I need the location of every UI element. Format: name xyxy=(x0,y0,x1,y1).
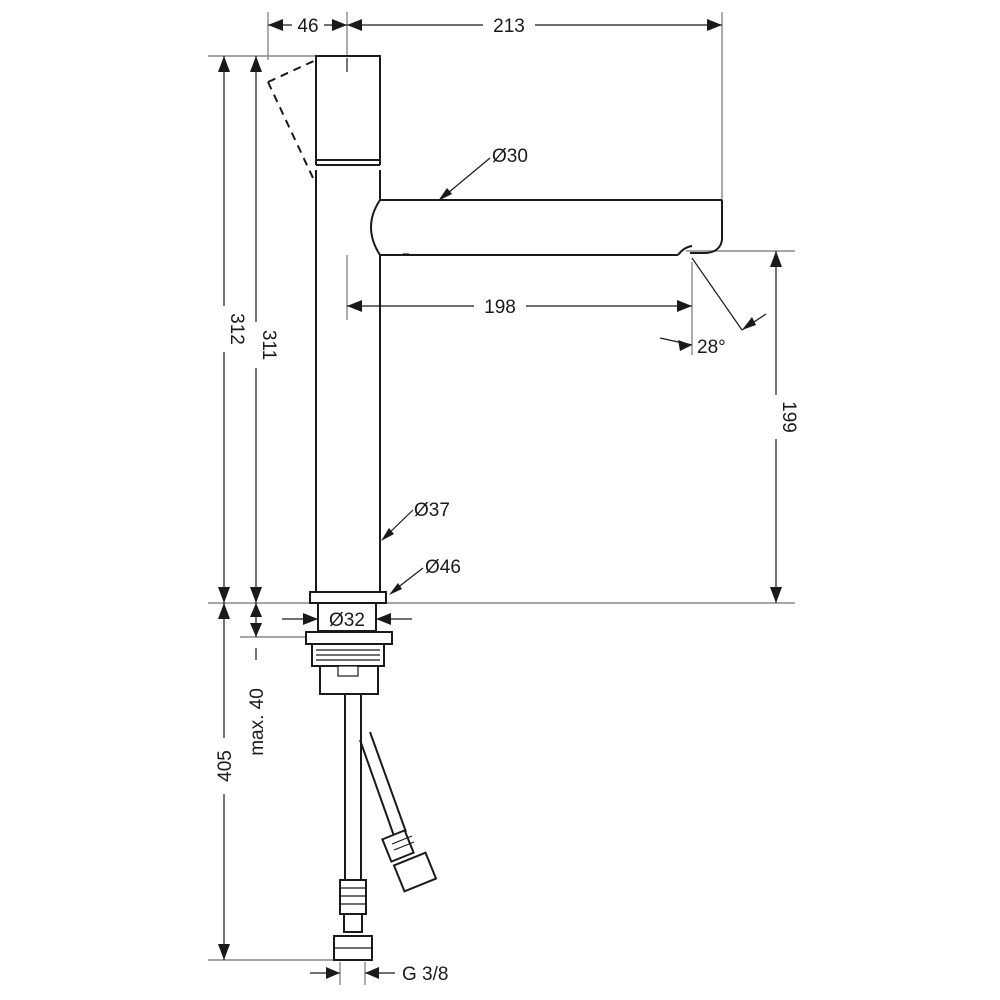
dim-label-hole-diameter: Ø32 xyxy=(329,610,365,631)
dim-label-199: 199 xyxy=(778,401,799,433)
dim-label-max-40: max. 40 xyxy=(247,688,268,756)
dim-label-405: 405 xyxy=(215,750,236,782)
dim-label-connection: G 3/8 xyxy=(402,964,448,985)
dim-label-312: 312 xyxy=(226,313,247,345)
faucet-base xyxy=(305,591,393,695)
hose-fitting-left xyxy=(333,879,373,961)
dim-total-height: 312 xyxy=(213,56,247,603)
dim-label-spout-diameter: Ø30 xyxy=(492,146,528,167)
dim-hole-diameter: Ø32 xyxy=(282,608,412,631)
dim-hose-length: 405 xyxy=(213,603,236,960)
lever-swing-path xyxy=(267,59,317,179)
dim-label-311: 311 xyxy=(258,330,279,360)
dim-label-body-diameter: Ø37 xyxy=(414,500,450,521)
dim-label-198: 198 xyxy=(484,297,516,318)
dim-label-28-degrees: 28° xyxy=(697,337,726,358)
faucet-body xyxy=(315,170,381,593)
leader-spout-diameter: Ø30 xyxy=(438,146,528,201)
leader-base-diameter: Ø46 xyxy=(389,557,461,595)
dim-lever-height: 311 xyxy=(245,56,279,603)
dim-top-width: 46 xyxy=(268,14,347,37)
faucet-lever xyxy=(315,55,381,166)
dim-label-46: 46 xyxy=(297,16,318,37)
dim-label-213: 213 xyxy=(493,16,525,37)
leader-body-diameter: Ø37 xyxy=(381,500,450,541)
dim-spout-angle: 28° xyxy=(659,257,767,358)
hose-fitting-right xyxy=(381,829,438,893)
supply-hoses xyxy=(333,694,438,961)
dim-label-base-diameter: Ø46 xyxy=(425,557,461,578)
dim-top-reach: 213 xyxy=(347,14,722,37)
extension-lines xyxy=(208,12,795,985)
faucet-spout xyxy=(370,199,723,256)
dim-spout-height: 199 xyxy=(765,251,799,603)
dim-spout-reach: 198 xyxy=(347,295,692,318)
dim-max-deck: max. 40 xyxy=(247,603,268,756)
dim-connection: G 3/8 xyxy=(310,964,448,985)
